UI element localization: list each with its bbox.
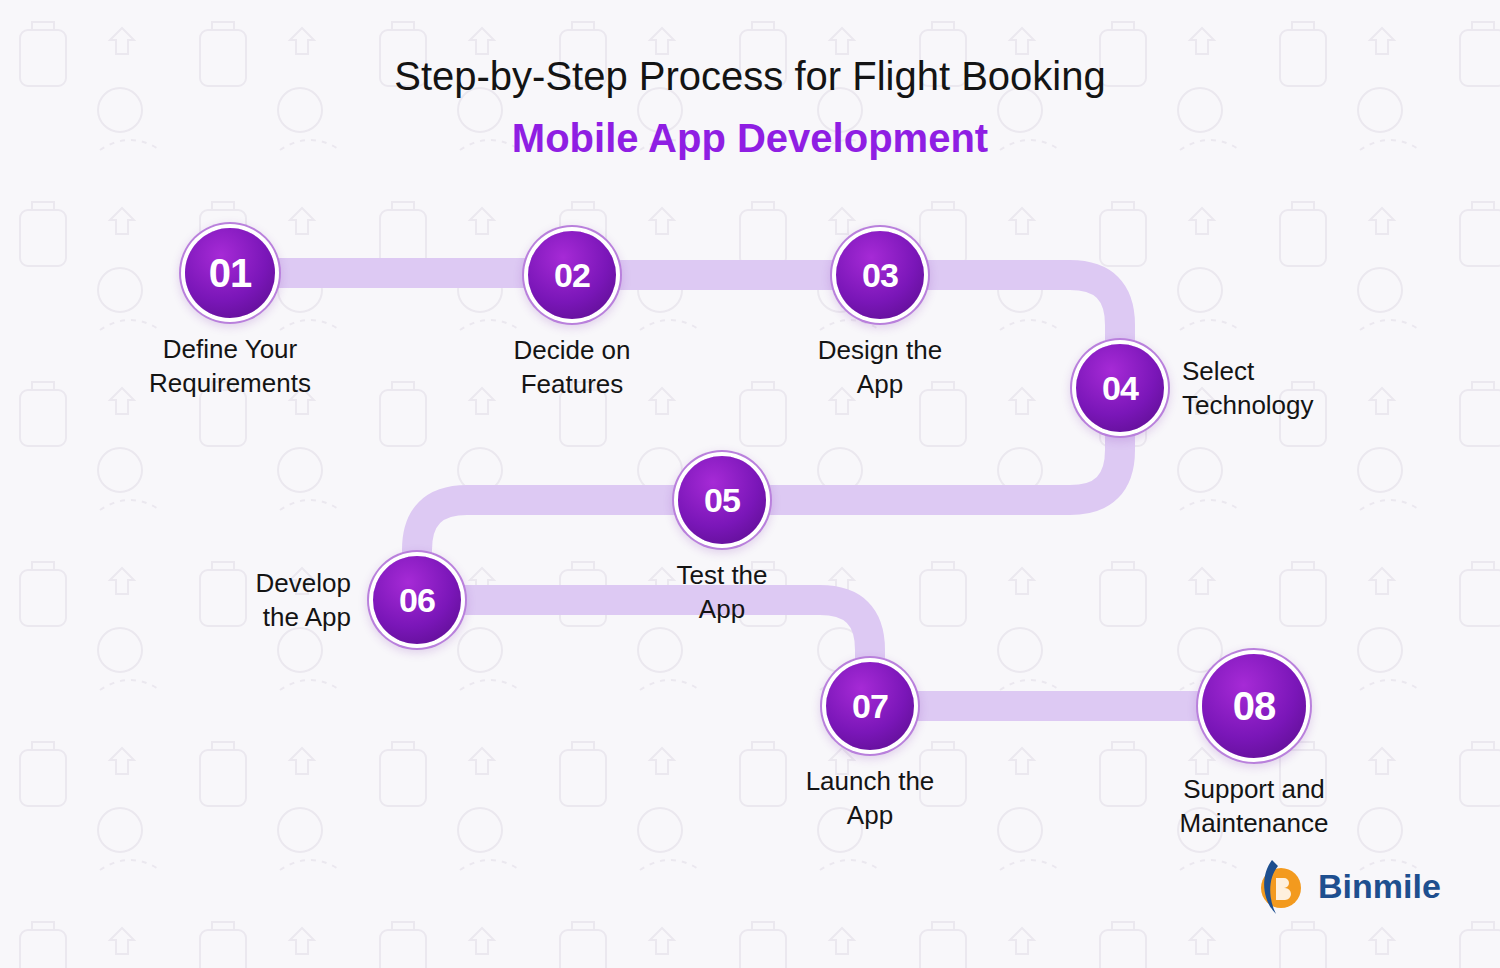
step-number: 04 (1076, 344, 1164, 432)
step-label: Test the App (657, 558, 787, 626)
step-label: Support and Maintenance (1157, 772, 1352, 840)
process-track (766, 432, 1120, 500)
step-label: Select Technology (1182, 354, 1357, 422)
process-track (275, 258, 528, 288)
step-circle: 03Design the App (836, 231, 924, 319)
step-circle: 04Select Technology (1076, 344, 1164, 432)
step-label: Decide on Features (472, 333, 672, 401)
step-number: 02 (528, 231, 616, 319)
step-label: Define Your Requirements (125, 332, 335, 400)
process-track (914, 691, 1202, 721)
step-circle: 08Support and Maintenance (1202, 654, 1306, 758)
step-label: Develop the App (221, 566, 351, 634)
step-circle: 06Develop the App (373, 556, 461, 644)
step-label: Launch the App (805, 764, 935, 832)
step-circle: 05Test the App (678, 456, 766, 544)
process-track (616, 260, 836, 290)
step-number: 06 (373, 556, 461, 644)
diagram-title: Step-by-Step Process for Flight Booking (0, 52, 1500, 100)
step-label: Design the App (810, 333, 950, 401)
step-number: 08 (1202, 654, 1306, 758)
step-circle: 02Decide on Features (528, 231, 616, 319)
step-circle: 07Launch the App (826, 662, 914, 750)
step-number: 03 (836, 231, 924, 319)
process-track (461, 600, 870, 662)
step-number: 07 (826, 662, 914, 750)
step-number: 05 (678, 456, 766, 544)
process-track (924, 275, 1120, 344)
diagram-subtitle: Mobile App Development (0, 114, 1500, 162)
step-number: 01 (185, 228, 275, 318)
process-track (417, 500, 678, 556)
step-circle: 01Define Your Requirements (185, 228, 275, 318)
logo-mark (1254, 856, 1304, 916)
brand-name: Binmile (1318, 865, 1441, 907)
